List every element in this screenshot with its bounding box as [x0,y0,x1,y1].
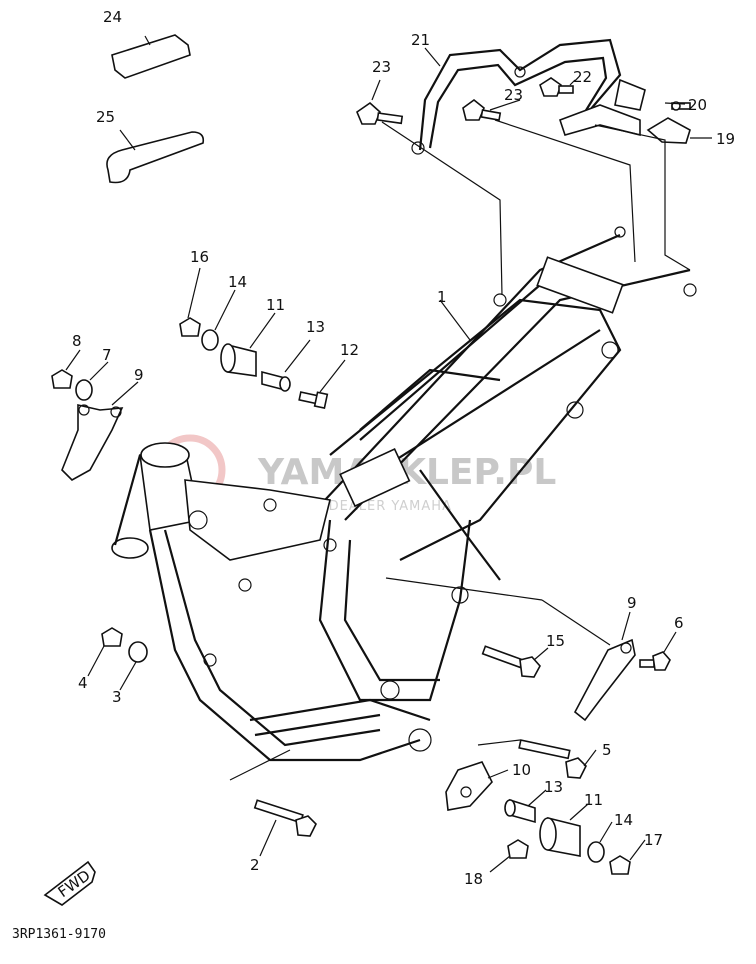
callout-24: 24 [103,8,122,26]
callout-labels: 24 25 21 23 23 22 20 19 16 14 11 13 12 8… [72,8,735,888]
callout-19: 19 [716,130,735,148]
callout-20: 20 [688,96,707,114]
callout-14-b: 14 [614,811,633,829]
callout-5: 5 [602,741,612,759]
callout-2: 2 [250,856,260,874]
callout-7: 7 [102,346,112,364]
callout-17: 17 [644,831,663,849]
main-frame [111,226,697,762]
callout-23-a: 23 [372,58,391,76]
callout-11-a: 11 [266,296,285,314]
callout-3: 3 [112,688,122,706]
watermark-text: YAMASKLEP.PL [257,452,556,493]
callout-21: 21 [411,31,430,49]
callout-12: 12 [340,341,359,359]
callout-4: 4 [78,674,88,692]
callout-23-b: 23 [504,86,523,104]
callout-25: 25 [96,108,115,126]
grab-bar [411,38,646,155]
callout-13-a: 13 [306,318,325,336]
callout-16: 16 [190,248,209,266]
callout-22: 22 [573,68,592,86]
callout-13-b: 13 [544,778,563,796]
callout-14-a: 14 [228,273,247,291]
callout-6: 6 [674,614,684,632]
callout-9-a: 9 [134,366,144,384]
small-parts [43,34,691,906]
leader-lines [65,35,712,873]
callout-11-b: 11 [584,791,603,809]
callout-15: 15 [546,632,565,650]
callout-9-b: 9 [627,594,637,612]
callout-8: 8 [72,332,82,350]
callout-18: 18 [464,870,483,888]
callout-1: 1 [437,288,447,306]
callout-10: 10 [512,761,531,779]
diagram-code: 3RP1361-9170 [12,927,106,942]
